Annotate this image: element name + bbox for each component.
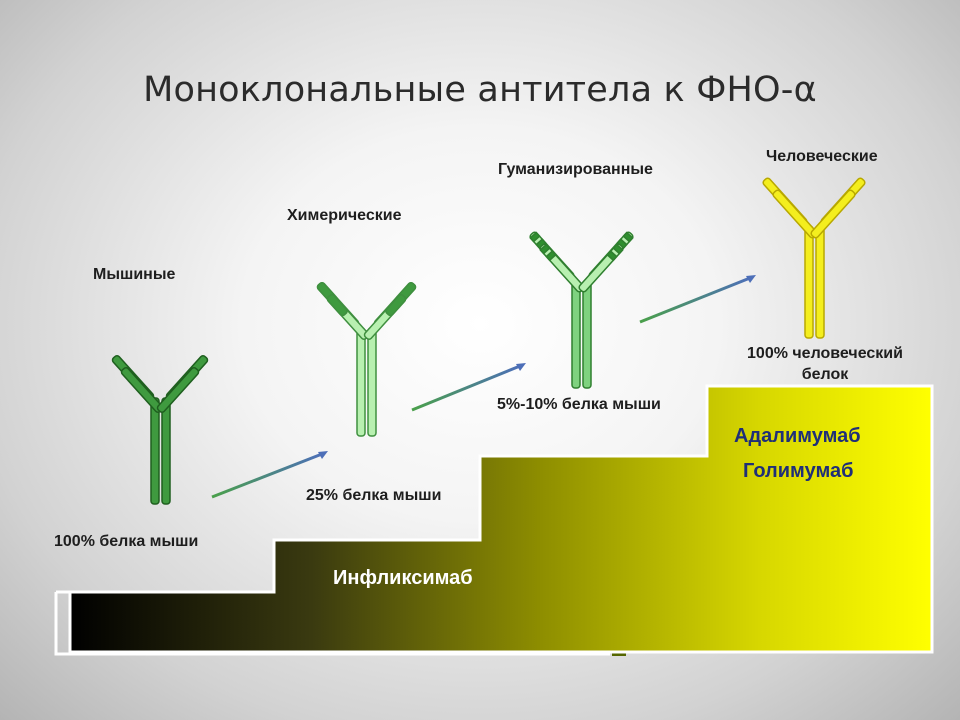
stage-murine-label: Мышиные [93, 266, 176, 283]
stage-human-label: Человеческие [766, 148, 878, 165]
slide-title: Моноклональные антитела к ФНО-α [143, 70, 817, 110]
stage-humanized-label: Гуманизированные [498, 161, 653, 178]
staircase-outline [54, 590, 610, 656]
drug-golimumab-label: Голимумаб [743, 460, 854, 482]
chimeric-share-label: 25% белка мыши [306, 487, 442, 504]
arrow-3 [639, 275, 756, 324]
stage-chimeric-label: Химерические [287, 207, 402, 224]
murine-share-label: 100% белка мыши [54, 533, 199, 550]
humanized-antibody-icon [529, 231, 634, 389]
drug-infliximab-label: Инфликсимаб [333, 567, 473, 589]
progression-arrows [211, 275, 756, 499]
drug-adalimumab-label: Адалимумаб [734, 425, 861, 447]
arrow-2 [411, 363, 526, 412]
staircase-steps [68, 384, 934, 654]
humanized-share-label: 5%-10% белка мыши [497, 396, 661, 413]
human-share-label-line1: 100% человеческий [747, 345, 903, 362]
chimeric-antibody-icon [316, 282, 417, 437]
human-share-label-line2: белок [801, 366, 849, 383]
staircase [54, 384, 934, 656]
human-antibody-icon [762, 177, 866, 339]
arrow-1 [211, 451, 328, 499]
murine-antibody-icon [111, 355, 209, 505]
